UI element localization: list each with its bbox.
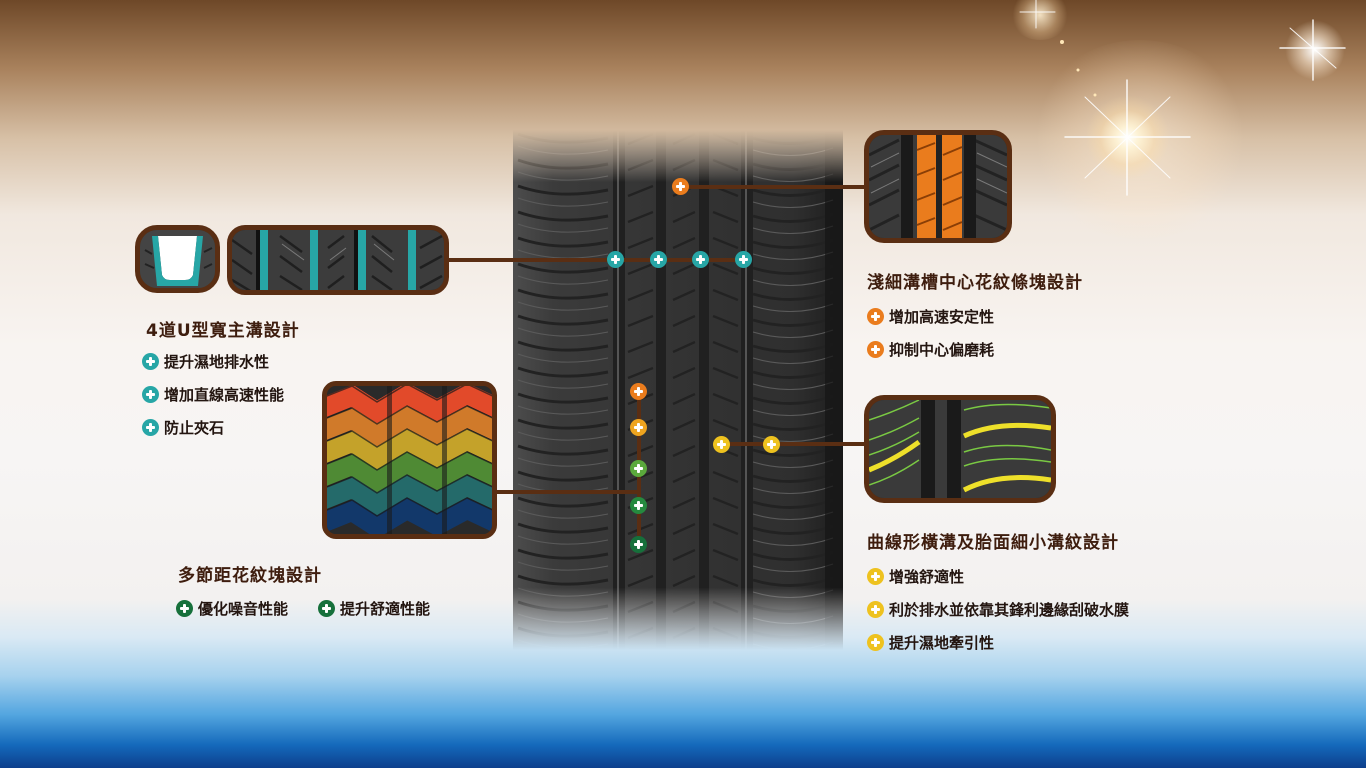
plus-marker-lightgreen-icon [630,460,647,477]
benefit-item: 提升濕地排水性 [142,351,269,372]
benefit-item: 優化噪音性能 [176,598,288,619]
benefit-text: 提升濕地排水性 [164,353,270,371]
plus-circle-yellow-icon [867,634,884,651]
benefit-text: 抑制中心偏磨耗 [889,341,995,359]
plus-marker-darkgreen-icon [630,536,647,553]
plus-circle-orange-icon [867,308,884,325]
plus-marker-teal-icon [607,251,624,268]
curved-sipe-title: 曲線形橫溝及胎面細小溝紋設計 [867,533,1119,553]
benefit-text: 優化噪音性能 [198,600,289,618]
plus-circle-teal-icon [142,386,159,403]
benefit-item: 抑制中心偏磨耗 [867,339,994,360]
plus-marker-teal-icon [692,251,709,268]
plus-circle-teal-icon [142,353,159,370]
center-rib-thumbnail [864,130,1012,243]
plus-marker-yellow-icon [763,436,780,453]
plus-circle-green-icon [176,600,193,617]
plus-marker-teal-icon [650,251,667,268]
center-rib-title: 淺細溝槽中心花紋條塊設計 [867,273,1083,293]
benefit-item: 增加直線高速性能 [142,384,284,405]
benefit-item: 增強舒適性 [867,566,964,587]
benefit-item: 防止夾石 [142,417,224,438]
curved-sipe-thumbnail [864,395,1056,503]
u-groove-title: 4道U型寬主溝設計 [146,321,300,341]
benefit-item: 利於排水並依靠其鋒利邊緣刮破水膜 [867,599,1129,620]
plus-marker-amber-icon [630,419,647,436]
main-groove-thumbnail [227,225,449,295]
benefit-text: 增強舒適性 [889,568,965,586]
benefit-text: 提升舒適性能 [340,600,431,618]
multi-pitch-title: 多節距花紋塊設計 [178,566,322,586]
benefit-item: 增加高速安定性 [867,306,994,327]
tire-tread-image [513,130,843,650]
multi-pitch-thumbnail [322,381,497,539]
benefit-text: 增加直線高速性能 [164,386,285,404]
benefit-text: 防止夾石 [164,419,225,437]
plus-circle-green-icon [318,600,335,617]
benefit-text: 提升濕地牽引性 [889,634,995,652]
benefit-text: 利於排水並依靠其鋒利邊緣刮破水膜 [889,601,1130,619]
plus-marker-orange-icon [672,178,689,195]
plus-circle-yellow-icon [867,568,884,585]
plus-marker-green-icon [630,497,647,514]
u-groove-icon [140,230,215,288]
benefit-item: 提升濕地牽引性 [867,632,994,653]
plus-circle-teal-icon [142,419,159,436]
benefit-text: 增加高速安定性 [889,308,995,326]
plus-marker-yellow-icon [713,436,730,453]
plus-marker-orange-icon [630,383,647,400]
plus-circle-yellow-icon [867,601,884,618]
plus-marker-teal-icon [735,251,752,268]
plus-circle-orange-icon [867,341,884,358]
benefit-item: 提升舒適性能 [318,598,430,619]
u-groove-section-thumbnail [135,225,220,293]
